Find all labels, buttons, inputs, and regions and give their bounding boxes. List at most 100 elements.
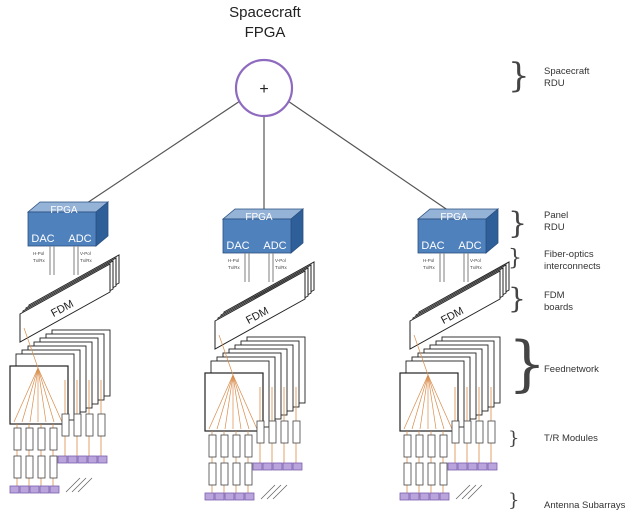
- tr-module: [208, 434, 217, 458]
- tr-module: [403, 434, 412, 458]
- fpga-label: FPGA: [440, 212, 468, 223]
- array-dots: [65, 477, 81, 493]
- antenna-element: [292, 462, 303, 471]
- tr-module: [280, 420, 289, 444]
- feed-line: [37, 367, 55, 423]
- antenna-element: [399, 492, 410, 501]
- tr-module: [25, 427, 34, 451]
- fpga-label: FPGA: [245, 212, 273, 223]
- tr-module: [475, 420, 484, 444]
- antenna-element: [252, 462, 263, 471]
- feed-line: [37, 367, 47, 423]
- feed-line: [218, 334, 234, 376]
- antenna-element: [77, 455, 88, 464]
- feed-line: [29, 367, 39, 423]
- fiber-label-v-pol: V-Pol: [80, 251, 91, 256]
- antenna-element: [272, 462, 283, 471]
- antenna-element: [97, 455, 108, 464]
- spacecraft-subtitle: FPGA: [244, 24, 286, 41]
- tr-modules: [13, 380, 106, 490]
- antenna-element: [19, 485, 30, 494]
- array-dots: [71, 477, 87, 493]
- fiber-label-h-txrx: Tx/Rx: [228, 265, 240, 270]
- level-label-tr-modules: T/R Modules: [544, 433, 598, 444]
- antenna-element: [204, 492, 215, 501]
- tr-modules: [403, 387, 496, 497]
- fiber-label-v-txrx: Tx/Rx: [80, 258, 92, 263]
- antenna-subarrays: [399, 462, 498, 501]
- feed-line: [208, 374, 234, 430]
- array-dots: [467, 484, 483, 500]
- connector-lines: [83, 96, 453, 214]
- feed-line: [216, 374, 234, 430]
- antenna-element: [57, 455, 68, 464]
- array-dots: [461, 484, 477, 500]
- fdm-board-layer: [19, 263, 111, 343]
- array-dots: [77, 477, 93, 493]
- brace-fdm-boards: }: [508, 282, 526, 315]
- tr-module: [415, 434, 424, 458]
- feed-line: [411, 374, 429, 430]
- feednetwork-stack: [9, 327, 111, 425]
- tr-module: [25, 455, 34, 479]
- tr-module: [439, 462, 448, 486]
- feed-line: [427, 374, 445, 430]
- antenna-element: [87, 455, 98, 464]
- tr-module: [244, 462, 253, 486]
- antenna-element: [49, 485, 60, 494]
- dac-label: DAC: [226, 240, 249, 252]
- antenna-element: [9, 485, 20, 494]
- spacecraft-node: +: [234, 58, 294, 118]
- antenna-element: [419, 492, 430, 501]
- tr-module: [232, 462, 241, 486]
- tr-module: [451, 420, 460, 444]
- antenna-element: [429, 492, 440, 501]
- fpga-label: FPGA: [50, 205, 78, 216]
- antenna-element: [29, 485, 40, 494]
- feed-line: [21, 367, 39, 423]
- antenna-element: [282, 462, 293, 471]
- array-dots: [266, 484, 282, 500]
- antenna-element: [262, 462, 273, 471]
- tr-module: [208, 462, 217, 486]
- dac-label: DAC: [31, 233, 54, 245]
- dac-label: DAC: [421, 240, 444, 252]
- tr-module: [97, 413, 106, 437]
- level-label-feednetwork: Feednetwork: [544, 364, 599, 375]
- antenna-element: [234, 492, 245, 501]
- fiber-label-h-txrx: Tx/Rx: [423, 265, 435, 270]
- feed-line: [224, 374, 234, 430]
- tr-module: [403, 462, 412, 486]
- fiber-label-v-pol: V-Pol: [275, 258, 286, 263]
- tr-module: [73, 413, 82, 437]
- antenna-element: [214, 492, 225, 501]
- antenna-element: [457, 462, 468, 471]
- tr-module: [292, 420, 301, 444]
- fiber-label-h-txrx: Tx/Rx: [33, 258, 45, 263]
- feed-line: [427, 374, 453, 430]
- brace-feednetwork: }: [508, 329, 547, 399]
- fdm-board: FDM: [409, 261, 510, 350]
- fdm-board: FDM: [19, 254, 120, 343]
- feed-line: [23, 327, 39, 369]
- array-dots: [455, 484, 471, 500]
- connector-right: [281, 96, 453, 214]
- tr-module: [49, 427, 58, 451]
- tr-module: [268, 420, 277, 444]
- tr-module: [13, 427, 22, 451]
- fdm-board: FDM: [214, 261, 315, 350]
- brace-panel-rdu: }: [508, 206, 528, 241]
- antenna-subarrays: [204, 462, 303, 501]
- fiber-label-h-pol: H-Pol: [228, 258, 239, 263]
- feed-line: [37, 367, 63, 423]
- antenna-element: [67, 455, 78, 464]
- tr-module: [427, 462, 436, 486]
